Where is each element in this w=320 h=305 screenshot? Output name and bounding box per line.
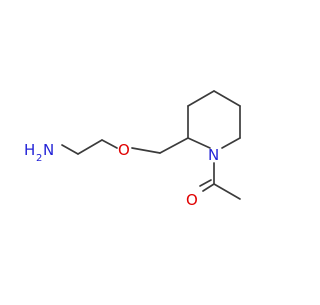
bond-carbonyl-o-1: [202, 183, 215, 192]
ether-oxygen-label: O: [118, 141, 130, 159]
amine-n-label: N: [43, 141, 54, 159]
bond-c4-c5: [213, 90, 241, 107]
bond-c6-n1: [221, 137, 241, 149]
bond-o-ch2: [131, 147, 161, 154]
atom-label-layer: H 2 N O N O: [24, 141, 219, 209]
bond-carbonyl-o-2: [199, 179, 212, 187]
carbonyl-oxygen-label: O: [186, 191, 198, 209]
amine-h-label: H: [24, 141, 35, 159]
bond-carbonyl-methyl: [213, 183, 241, 200]
bond-ch2-ch2: [77, 139, 103, 155]
bond-ch2-c2: [159, 137, 189, 154]
bond-c2-n1: [187, 137, 211, 149]
molecule-diagram: H 2 N O N O: [24, 90, 241, 209]
amine-subscript-label: 2: [36, 153, 42, 164]
ring-nitrogen-label: N: [208, 146, 219, 164]
bond-layer: [61, 90, 241, 200]
bond-c3-c4: [187, 90, 215, 107]
bond-ch2-o: [101, 139, 118, 149]
structure-canvas: H 2 N O N O: [24, 90, 241, 209]
bond-n-ch2: [61, 144, 79, 155]
